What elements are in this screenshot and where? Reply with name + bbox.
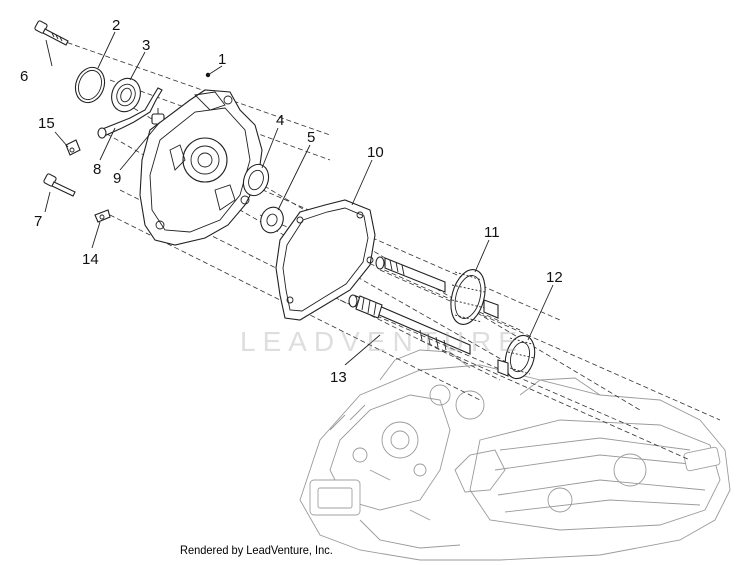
callout-3: 3 [142,37,150,54]
callout-13: 13 [330,369,347,386]
callout-8: 8 [93,161,101,178]
part-gasket-10 [275,199,376,321]
part-gear-12 [497,334,536,380]
part-seal-4 [242,163,270,197]
part-clip-14 [94,209,111,223]
callout-5: 5 [307,129,315,146]
callout-12: 12 [546,269,563,286]
part-snap-ring-2 [74,66,106,104]
engine-assembly [299,349,731,561]
callout-2: 2 [112,17,120,34]
callout-6: 6 [20,68,28,85]
part-bolt-6 [34,20,69,46]
part-bearing-5 [260,206,284,234]
callout-14: 14 [82,251,99,268]
callout-4: 4 [276,112,284,129]
part-cover-1 [139,72,263,246]
leader-lines [44,31,554,366]
part-shaft-13 [348,294,471,355]
part-pipe-8 [97,87,163,139]
watermark: LEADVENTURE [240,326,524,357]
part-bearing-3 [111,77,141,113]
callout-7: 7 [34,213,42,230]
footer-credit: Rendered by LeadVenture, Inc. [180,543,333,557]
part-bolt-7 [43,173,76,197]
callout-1: 1 [218,51,226,68]
callout-9: 9 [113,170,121,187]
callout-labels: 1 2 3 4 5 6 7 8 9 10 11 12 13 14 15 [20,17,563,386]
callout-15: 15 [38,115,55,132]
callout-10: 10 [367,144,384,161]
part-clip-15 [65,139,81,156]
part-gear-shaft-11 [375,256,499,325]
callout-11: 11 [484,224,500,241]
